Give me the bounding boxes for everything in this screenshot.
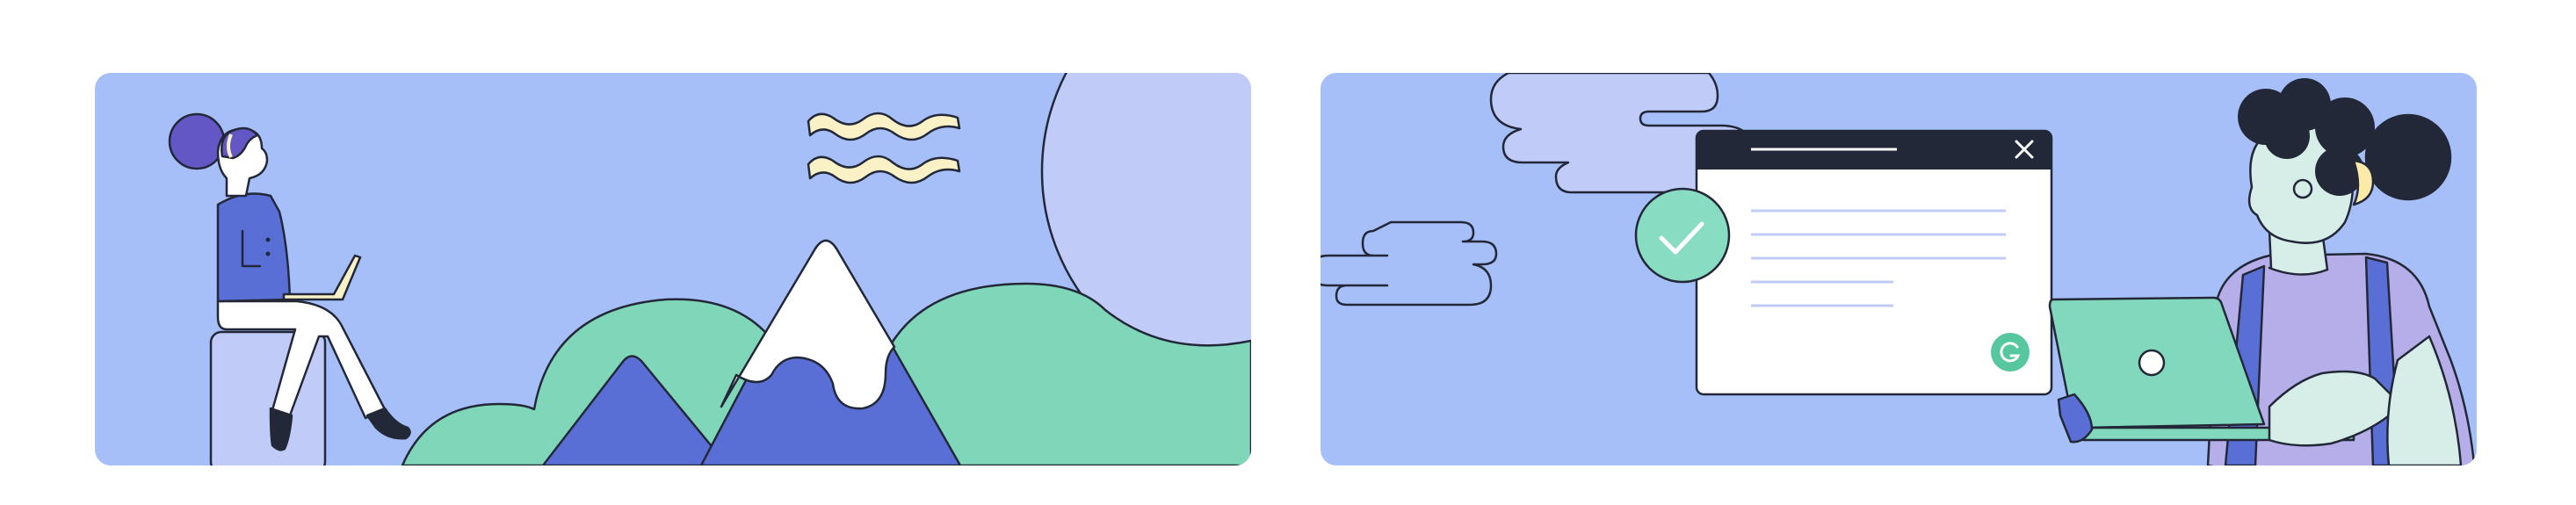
arm-right <box>2386 335 2463 465</box>
hill-right <box>884 282 1251 465</box>
headband <box>227 133 233 158</box>
wave-line-top <box>807 112 961 141</box>
document-window <box>1695 129 2053 396</box>
writing-assistant-illustration <box>1321 73 2477 465</box>
arm-line <box>241 229 262 268</box>
mountain-small <box>541 355 729 465</box>
sock-left <box>269 407 293 451</box>
person-holding-laptop <box>2048 78 2476 465</box>
landscape-illustration <box>95 73 1251 465</box>
text-lines <box>1751 209 2006 307</box>
wave-lines <box>807 112 961 184</box>
close-icon[interactable] <box>2015 140 2034 159</box>
cloud-small <box>1321 220 1498 307</box>
laptop-small <box>282 254 362 301</box>
sock-right <box>365 407 411 440</box>
laptop-logo <box>2138 349 2166 377</box>
person-sitting-with-laptop <box>209 126 411 465</box>
ear <box>2292 178 2313 199</box>
checkmark-icon <box>1634 187 1731 284</box>
cloud-large <box>1489 73 1749 194</box>
wave-line-bottom <box>807 155 961 184</box>
torso-blue-jacket <box>216 192 292 303</box>
jacket-button <box>265 237 271 242</box>
purple-ring-circle <box>168 112 226 170</box>
hair-bun <box>2364 113 2452 201</box>
illustration-left <box>95 73 1251 465</box>
illustration-right <box>1321 73 2477 465</box>
hair-curly <box>2238 78 2452 201</box>
moon-earring <box>2352 159 2375 206</box>
grammarly-g-icon[interactable] <box>1991 333 2030 372</box>
mountain-snowcap <box>720 239 896 410</box>
hand-left <box>2057 393 2094 444</box>
jacket-button <box>265 251 271 256</box>
legs-white-pants <box>216 299 387 420</box>
